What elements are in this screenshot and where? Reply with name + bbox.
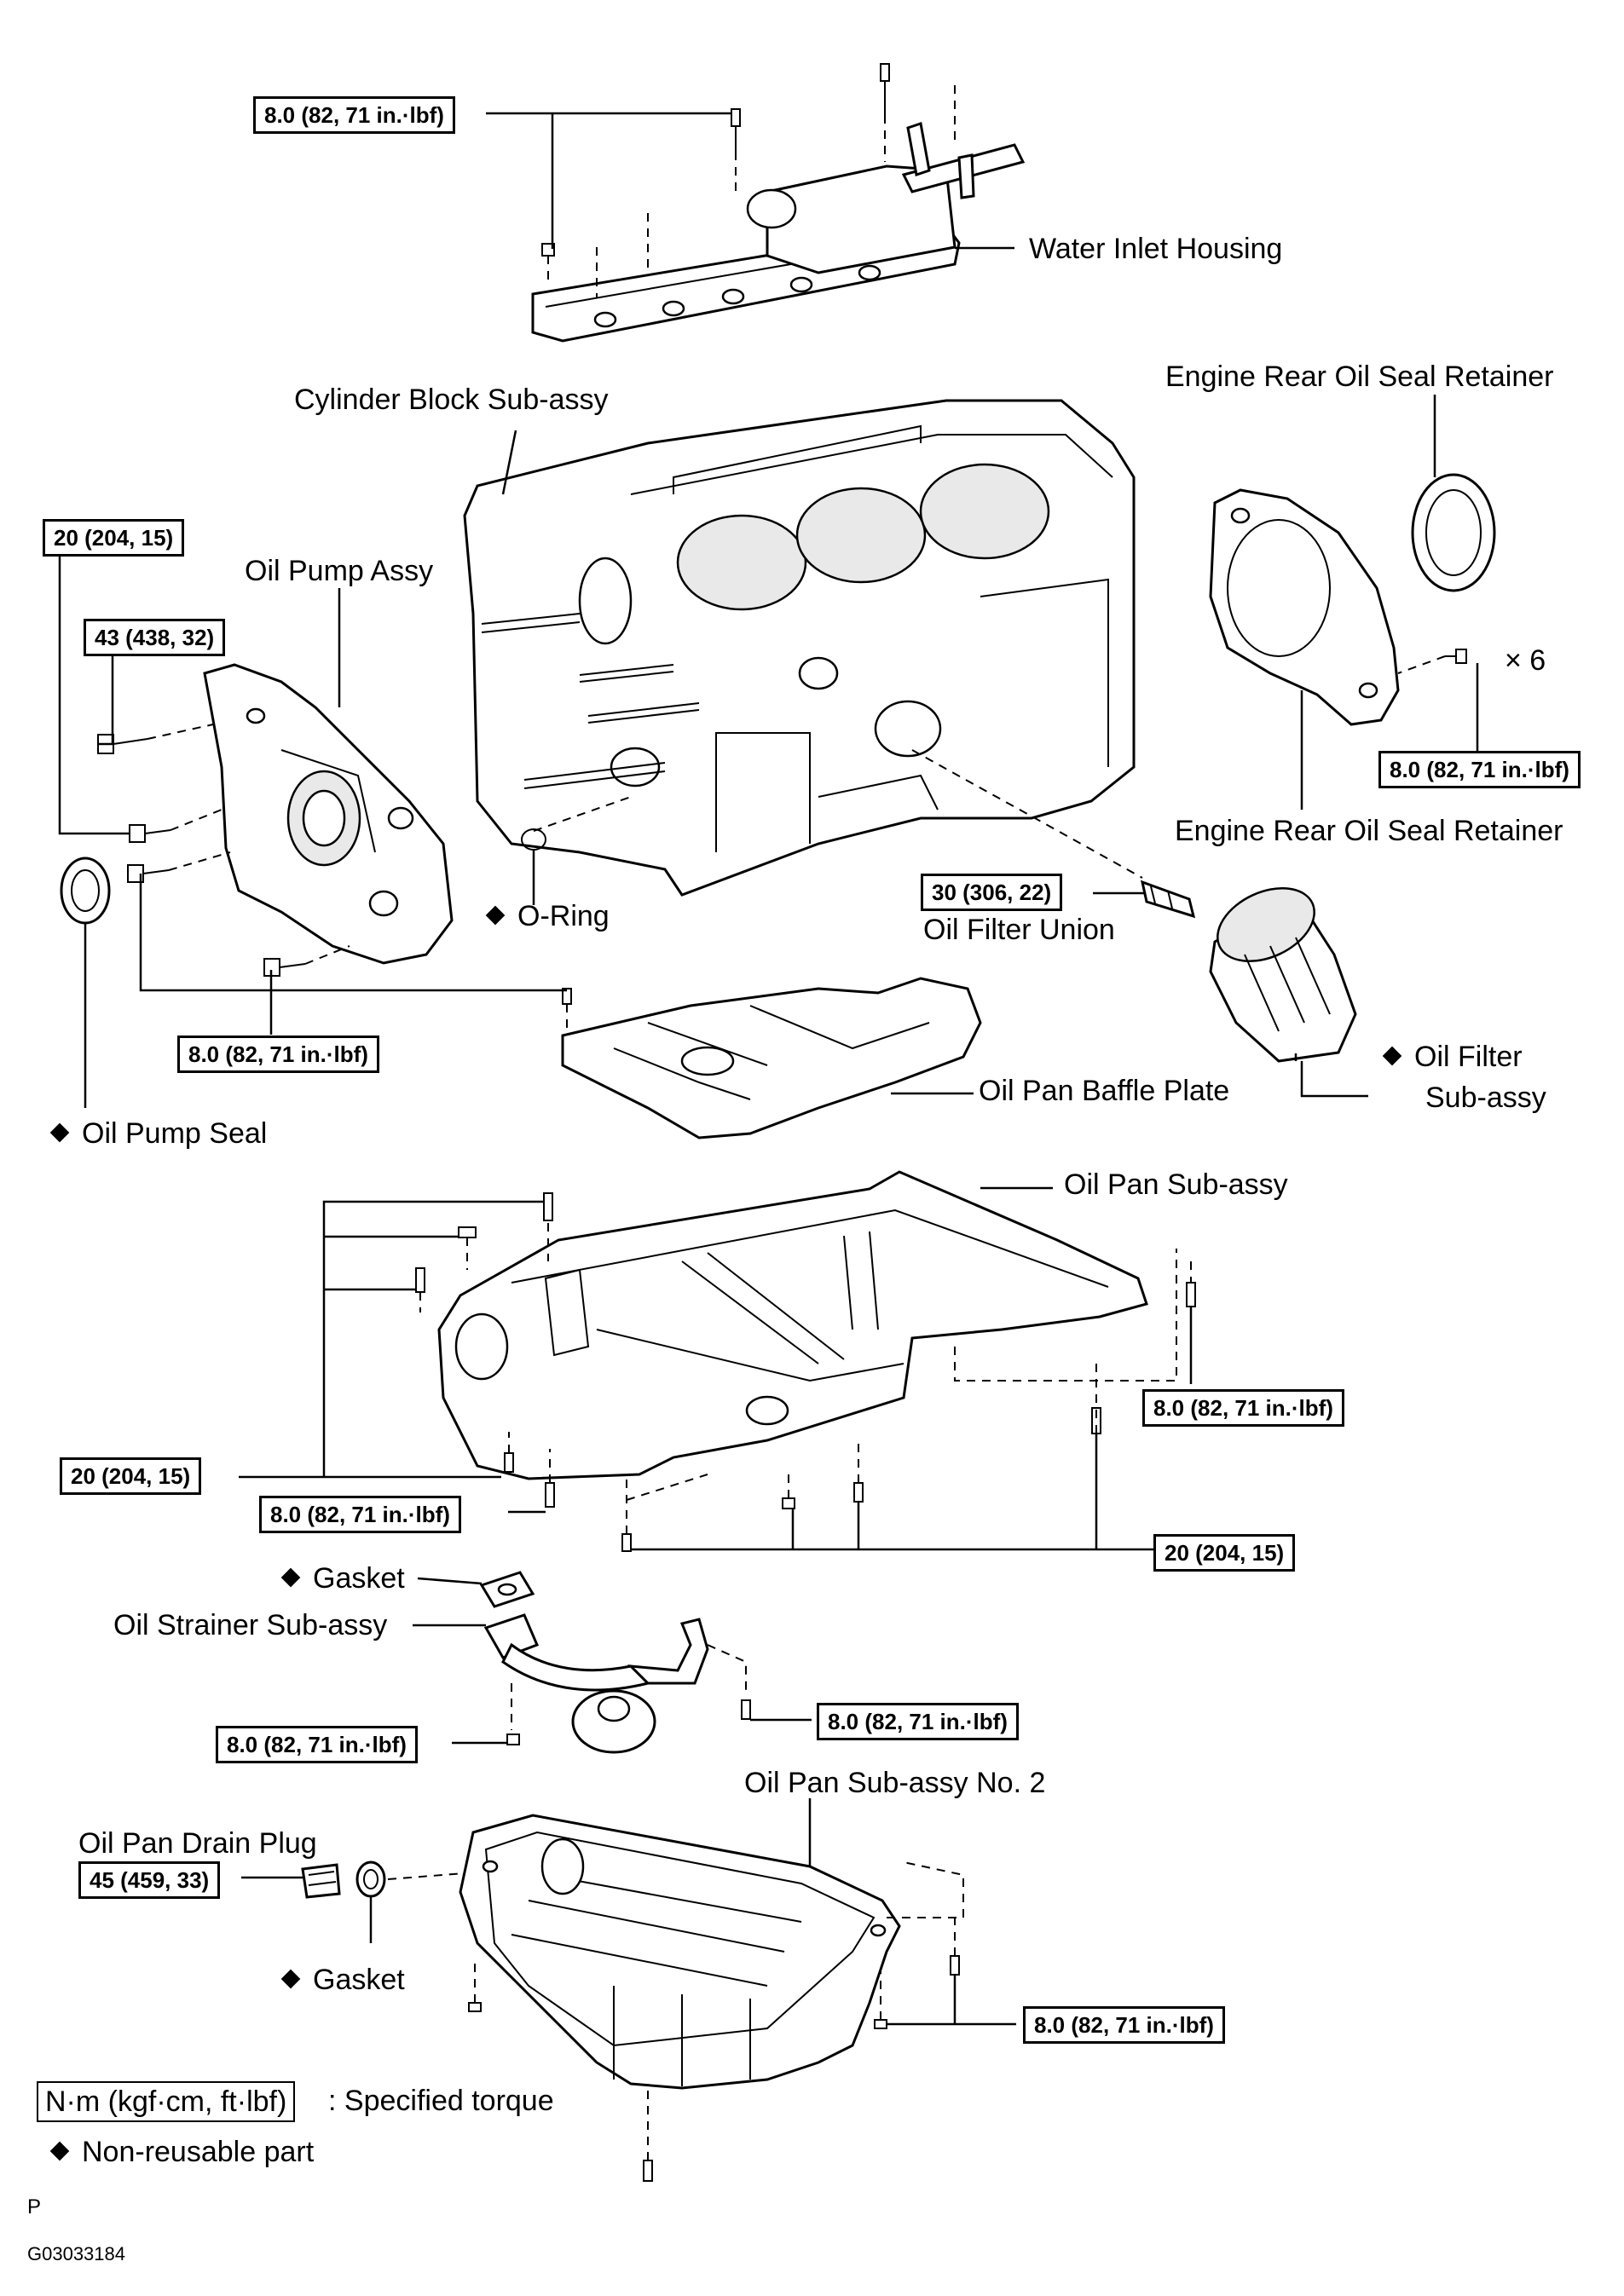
label-oil-pan-drain-plug: Oil Pan Drain Plug — [78, 1827, 317, 1860]
label-oil-filter-text: Oil Filter — [1414, 1041, 1523, 1073]
torque-strainer-right: 8.0 (82, 71 in.·lbf) — [817, 1703, 1019, 1740]
non-reusable-diamond-icon — [49, 1122, 70, 1143]
label-oil-pump-assy: Oil Pump Assy — [245, 555, 434, 587]
label-oil-strainer: Oil Strainer Sub-assy — [113, 1609, 388, 1641]
label-gasket-strainer: Gasket — [280, 1561, 405, 1595]
torque-filter-union: 30 (306, 22) — [921, 874, 1063, 911]
label-gasket-drain: Gasket — [280, 1963, 405, 1997]
label-oil-pump-seal-text: Oil Pump Seal — [82, 1117, 268, 1150]
label-oil-pan-no2: Oil Pan Sub-assy No. 2 — [744, 1767, 1046, 1799]
leader-lines — [58, 112, 1479, 2026]
label-times-six: × 6 — [1505, 644, 1546, 677]
label-gasket-drain-text: Gasket — [313, 1964, 405, 1996]
torque-drain-plug: 45 (459, 33) — [78, 1861, 221, 1899]
legend-non-reusable-text: Non-reusable part — [82, 2136, 315, 2168]
oil-pan-no2-drawing — [301, 1814, 964, 2182]
torque-oil-pan-right: 8.0 (82, 71 in.·lbf) — [1142, 1389, 1344, 1427]
footer-letter: P — [27, 2195, 42, 2218]
torque-strainer-left: 8.0 (82, 71 in.·lbf) — [216, 1726, 418, 1763]
label-cylinder-block: Cylinder Block Sub-assy — [294, 384, 609, 416]
cylinder-block-drawing — [463, 399, 1136, 897]
torque-oil-pan-left-8: 8.0 (82, 71 in.·lbf) — [259, 1496, 461, 1533]
label-oil-filter-sub-assy: Sub-assy — [1425, 1082, 1546, 1114]
oil-pan-baffle-plate-drawing — [561, 977, 982, 1139]
torque-oil-pan-left-20: 20 (204, 15) — [60, 1457, 202, 1495]
torque-oil-pan-bottom-20: 20 (204, 15) — [1153, 1534, 1296, 1572]
non-reusable-diamond-icon — [280, 1969, 301, 1989]
label-water-inlet-housing: Water Inlet Housing — [1029, 233, 1283, 265]
label-oil-pump-seal: Oil Pump Seal — [49, 1116, 268, 1151]
torque-baffle: 8.0 (82, 71 in.·lbf) — [177, 1036, 379, 1073]
label-oil-pan-baffle-plate: Oil Pan Baffle Plate — [979, 1075, 1230, 1107]
torque-oil-pump-43: 43 (438, 32) — [84, 619, 226, 656]
label-o-ring-text: O-Ring — [517, 900, 610, 932]
oil-filter-drawing — [911, 749, 1357, 1063]
non-reusable-diamond-icon — [280, 1567, 301, 1588]
label-oil-pan-sub-assy: Oil Pan Sub-assy — [1064, 1168, 1288, 1201]
water-inlet-housing-drawing — [531, 63, 1026, 343]
oil-pan-sub-assy-drawing — [415, 1170, 1196, 1552]
label-oil-filter: Oil Filter — [1382, 1040, 1523, 1074]
torque-oil-pump-20: 20 (204, 15) — [43, 519, 185, 557]
oil-pump-drawing — [60, 663, 454, 977]
oil-strainer-drawing — [479, 1571, 751, 1754]
footer-figure-id: G03033184 — [27, 2243, 125, 2264]
torque-pan2-right: 8.0 (82, 71 in.·lbf) — [1023, 2006, 1225, 2044]
legend-specified-torque: : Specified torque — [328, 2085, 554, 2117]
torque-rear-retainer: 8.0 (82, 71 in.·lbf) — [1378, 751, 1581, 788]
label-o-ring: O-Ring — [485, 899, 610, 933]
non-reusable-diamond-icon — [1382, 1046, 1402, 1066]
legend-unit-box: N·m (kgf·cm, ft·lbf) — [37, 2081, 296, 2122]
engine-rear-oil-seal-retainer-drawing — [1209, 473, 1496, 726]
label-gasket-strainer-text: Gasket — [313, 1562, 405, 1595]
non-reusable-diamond-icon — [49, 2141, 70, 2161]
label-oil-filter-union: Oil Filter Union — [923, 914, 1115, 946]
non-reusable-diamond-icon — [485, 905, 506, 926]
label-engine-rear-oil-seal-retainer-bottom: Engine Rear Oil Seal Retainer — [1175, 815, 1563, 847]
label-engine-rear-oil-seal-retainer-top: Engine Rear Oil Seal Retainer — [1165, 361, 1554, 393]
legend-non-reusable: Non-reusable part — [49, 2135, 315, 2169]
torque-water-inlet: 8.0 (82, 71 in.·lbf) — [253, 96, 455, 134]
